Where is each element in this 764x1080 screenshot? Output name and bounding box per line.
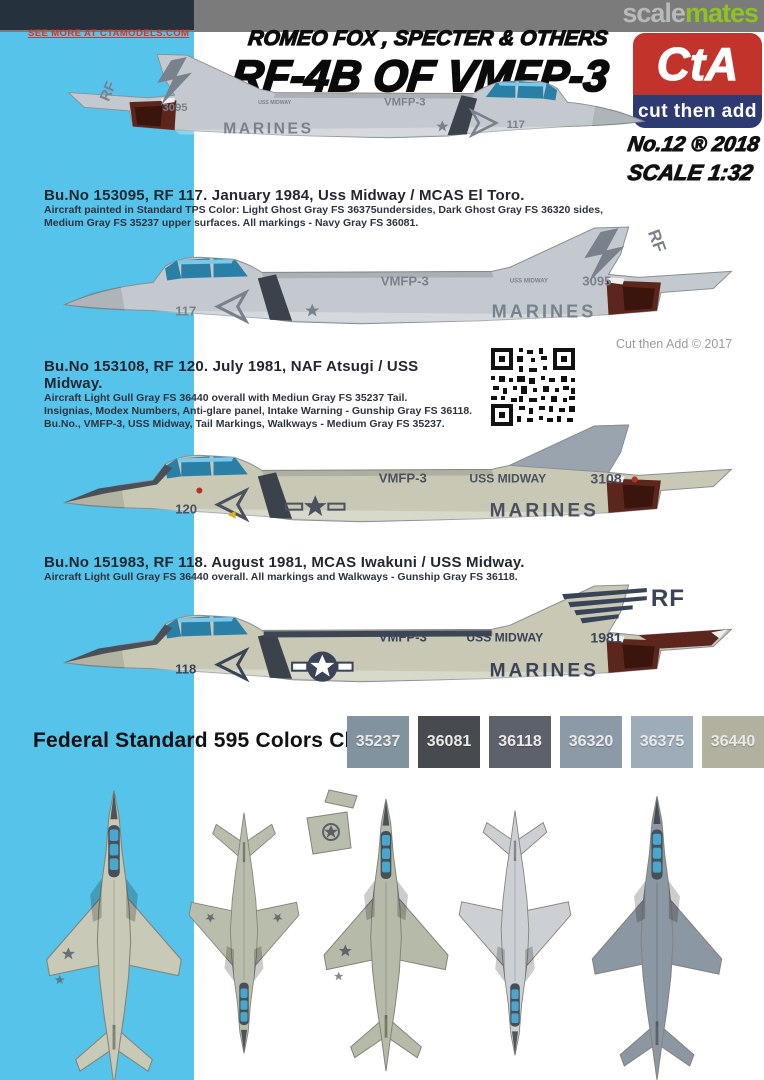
scheme-3-desc-line1: Aircraft Light Gull Gray FS 36440 overal… [44,571,518,583]
scheme-1-block: Bu.No 153095, RF 117. January 1984, Uss … [44,187,694,230]
colors-chart-title: Federal Standard 595 Colors Chart [33,729,386,752]
color-swatch: 36118 [489,716,551,768]
svg-text:MARINES: MARINES [492,302,597,322]
color-swatch: 36081 [418,716,480,768]
copyright-text: Cut then Add © 2017 [616,337,733,351]
svg-text:VMFP-3: VMFP-3 [379,629,427,644]
svg-text:117: 117 [507,119,525,131]
svg-text:USS MIDWAY: USS MIDWAY [469,471,546,485]
plan-view-top-1 [46,789,182,1080]
cta-logo-bottom: cut then add [633,95,762,128]
svg-text:USS MIDWAY: USS MIDWAY [466,630,543,644]
scheme-2-desc-line3: Bu.No., VMFP-3, USS Midway, Tail Marking… [44,418,445,430]
scheme-2-heading: Bu.No 153108, RF 120. July 1981, NAF Ats… [44,358,419,392]
profile-153095-right: RF 3095 USS MIDWAY VMFP-3 MARINES 117 [68,53,645,139]
scheme-3-heading: Bu.No 151983, RF 118. August 1981, MCAS … [44,554,525,571]
svg-text:1981: 1981 [590,629,622,645]
colors-chart-swatches: 35237 36081 36118 36320 36375 36440 [347,716,764,768]
scheme-1-heading: Bu.No 153095, RF 117. January 1984, Uss … [44,187,525,204]
plan-view-bottom-2 [188,812,300,1054]
svg-text:3108: 3108 [590,470,622,486]
svg-text:MARINES: MARINES [490,501,599,522]
qr-code [487,344,579,430]
svg-text:117: 117 [175,304,196,319]
cta-logo-tagline: cut then add [638,100,757,122]
scheme-2-desc-line2: Insignias, Modex Numbers, Anti-glare pan… [44,405,473,417]
color-swatch: 36320 [560,716,622,768]
scale-label: SCALE 1:32 [626,160,756,186]
cta-logo-text: CtA [656,38,739,91]
svg-text:3095: 3095 [162,102,187,114]
color-swatch: 36375 [631,716,693,768]
svg-text:VMFP-3: VMFP-3 [379,470,427,485]
svg-text:3095: 3095 [582,273,611,288]
scalemates-logo: scalemates [622,0,759,29]
svg-text:MARINES: MARINES [490,661,599,682]
svg-text:RF: RF [97,79,119,103]
cta-brand-logo: CtA cut then add [633,33,762,128]
see-more-link: SEE MORE AT CTAMODELS.COM [28,28,190,39]
profile-151983-left: RF 118 VMFP-3 USS MIDWAY 1981 MARINES [63,584,732,683]
color-swatch: 35237 [347,716,409,768]
svg-text:USS MIDWAY: USS MIDWAY [258,100,292,106]
scheme-1-desc-line2: Medium Gray FS 35237 upper surfaces. All… [44,217,419,229]
sheet-subtitle: ROMEO FOX , SPECTER & OTHERS [247,26,610,50]
cta-logo-top: CtA [633,33,762,95]
plan-view-top-3 [323,798,449,1072]
svg-text:118: 118 [175,662,196,677]
svg-text:RF: RF [651,585,685,612]
scalemates-logo-scale: scale [622,0,686,28]
svg-text:RF: RF [644,227,671,255]
profile-153108-left: 120 VMFP-3 USS MIDWAY 3108 MARINES [63,424,732,523]
svg-text:VMFP-3: VMFP-3 [384,97,425,109]
scheme-1-desc-line1: Aircraft painted in Standard TPS Color: … [44,204,603,216]
scalemates-logo-mates: mates [684,0,759,28]
color-swatch: 36440 [702,716,764,768]
scheme-3-block: Bu.No 151983, RF 118. August 1981, MCAS … [44,554,694,584]
plan-view-bottom-4 [458,810,572,1056]
plan-view-top-5 [591,795,723,1080]
svg-text:VMFP-3: VMFP-3 [381,273,429,288]
svg-text:USS MIDWAY: USS MIDWAY [510,278,548,284]
scheme-2-desc-line1: Aircraft Light Gull Gray FS 36440 overal… [44,392,408,404]
plan-view-spare-parts [306,789,358,855]
scheme-2-block: Bu.No 153108, RF 120. July 1981, NAF Ats… [44,358,474,431]
svg-text:120: 120 [175,502,197,517]
svg-text:MARINES: MARINES [223,120,313,137]
corner-block [0,0,194,30]
profile-153095-left: RF 117 VMFP-3 USS MIDWAY 3095 MARINES [63,226,732,325]
